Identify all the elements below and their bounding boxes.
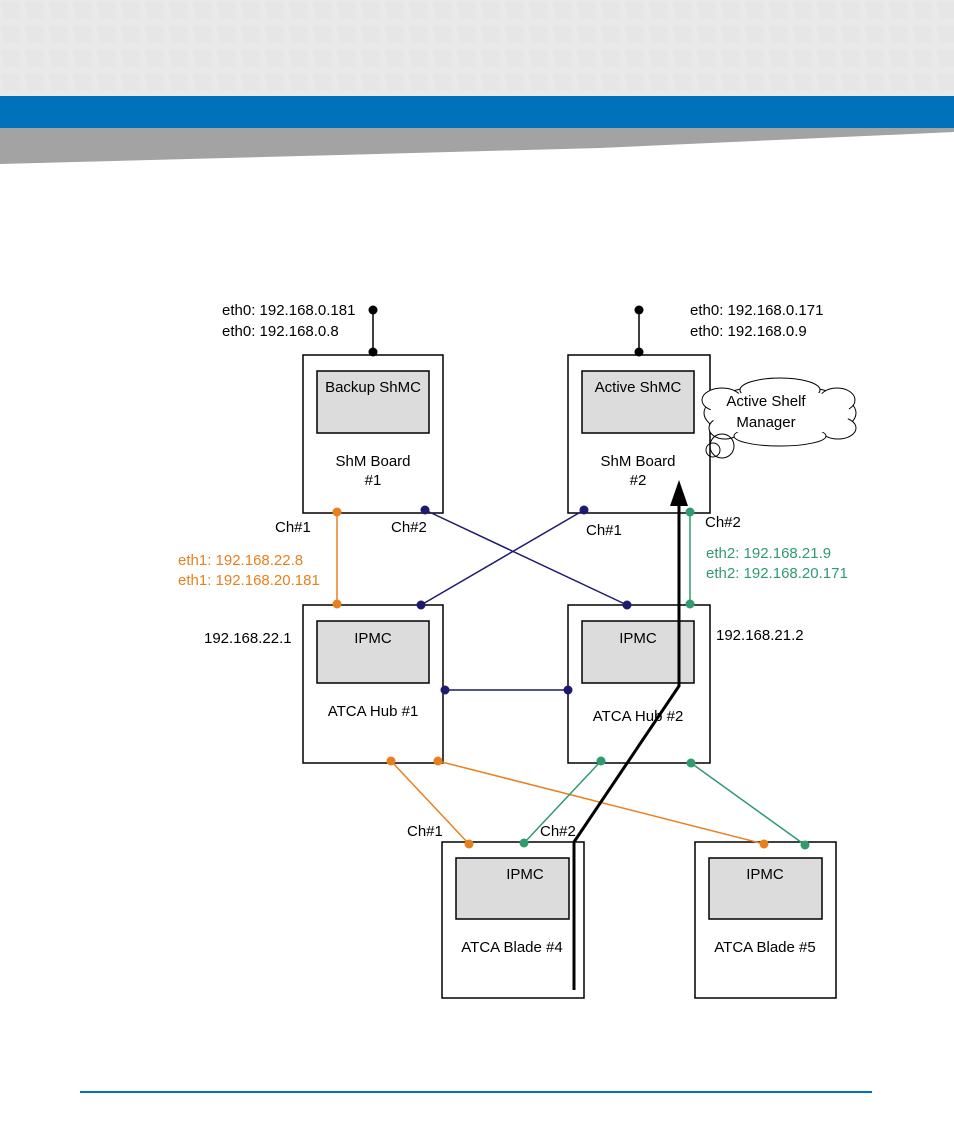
green-port-dot (686, 758, 696, 768)
shm-2-controller-label: Active ShMC (595, 379, 682, 396)
hub-1-ip: 192.168.22.1 (204, 630, 292, 647)
header-pattern (0, 0, 954, 96)
active-shelf-manager-cloud (701, 377, 857, 459)
shm-2-eth0-address-a: eth0: 192.168.0.171 (690, 302, 823, 319)
green-port-dot (685, 599, 695, 609)
blade-5-controller-label: IPMC (746, 866, 784, 883)
header-grey-wedge (0, 128, 954, 164)
shm-2-eth2-address-a: eth2: 192.168.21.9 (706, 545, 831, 562)
blade-5-label: ATCA Blade #5 (714, 939, 815, 956)
shm-1-board-label: ShM Board (335, 453, 410, 470)
shm-board-2-controller-box (581, 370, 695, 434)
blade-4-controller-label: IPMC (506, 866, 544, 883)
shm-1-eth0-address-b: eth0: 192.168.0.8 (222, 323, 339, 340)
management-path-arrow (572, 500, 681, 990)
shm-1-eth0-end-dot (368, 305, 378, 315)
shm-1-eth1-address-b: eth1: 192.168.20.181 (178, 572, 320, 589)
hub-1-label: ATCA Hub #1 (328, 703, 419, 720)
orange-port-dot (332, 599, 342, 609)
navy-port-dot (440, 685, 450, 695)
link-shm2-ch1-to-hub1 (420, 509, 585, 606)
link-hub1-to-blade4 (390, 760, 470, 845)
shm-1-board-number: #1 (365, 472, 382, 489)
shm-1-eth1-address-a: eth1: 192.168.22.8 (178, 552, 303, 569)
shm-1-controller-label: Backup ShMC (325, 379, 421, 396)
arrow-head (670, 480, 688, 506)
link-hub2-to-blade5 (690, 762, 806, 846)
green-port-dot (519, 838, 529, 848)
link-hub2-to-blade4 (523, 760, 602, 844)
shm-1-ch1-label: Ch#1 (275, 519, 311, 536)
orange-port-dot (386, 756, 396, 766)
blade-4-ch2-label: Ch#2 (540, 823, 576, 840)
shm-2-board-number: #2 (630, 472, 647, 489)
blade-4-ch1-label: Ch#1 (407, 823, 443, 840)
green-port-dot (685, 507, 695, 517)
shm-2-eth0-port-dot (634, 347, 644, 357)
shm-2-eth2-address-b: eth2: 192.168.20.171 (706, 565, 848, 582)
shm-board-1-controller-box (316, 370, 430, 434)
navy-port-dot (622, 600, 632, 610)
hub-1-controller-box (316, 620, 430, 684)
hub-2-label: ATCA Hub #2 (593, 708, 684, 725)
orange-port-dot (464, 839, 474, 849)
cloud-label-line1: Active Shelf (726, 393, 806, 410)
shm-2-ch1-label: Ch#1 (586, 522, 622, 539)
link-shm1-ch2-to-hub2 (424, 509, 628, 606)
hub-1-controller-label: IPMC (354, 630, 392, 647)
blade-4-controller-box (455, 857, 570, 920)
hub-2-controller-box (581, 620, 695, 684)
blade-4-label: ATCA Blade #4 (461, 939, 562, 956)
green-port-dot (596, 756, 606, 766)
shm-1-eth0-port-dot (368, 347, 378, 357)
shm-2-eth0-end-dot (634, 305, 644, 315)
navy-port-dot (420, 505, 430, 515)
footer-rule (80, 1091, 872, 1093)
shm-1-ch2-label: Ch#2 (391, 519, 427, 536)
green-port-dot (800, 840, 810, 850)
hub-2-controller-label: IPMC (619, 630, 657, 647)
shm-2-ch2-label: Ch#2 (705, 514, 741, 531)
orange-port-dot (759, 839, 769, 849)
navy-port-dot (416, 600, 426, 610)
orange-port-dot (433, 756, 443, 766)
header-tile-pattern (0, 0, 954, 96)
orange-port-dot (332, 507, 342, 517)
shm-1-eth0-address-a: eth0: 192.168.0.181 (222, 302, 355, 319)
header-blue-band (0, 96, 954, 128)
hub-2-ip: 192.168.21.2 (716, 627, 804, 644)
blade-5-controller-box (708, 857, 823, 920)
shm-2-board-label: ShM Board (600, 453, 675, 470)
navy-port-dot (579, 505, 589, 515)
shm-2-eth0-address-b: eth0: 192.168.0.9 (690, 323, 807, 340)
cloud-label-line2: Manager (736, 414, 795, 431)
navy-port-dot (563, 685, 573, 695)
